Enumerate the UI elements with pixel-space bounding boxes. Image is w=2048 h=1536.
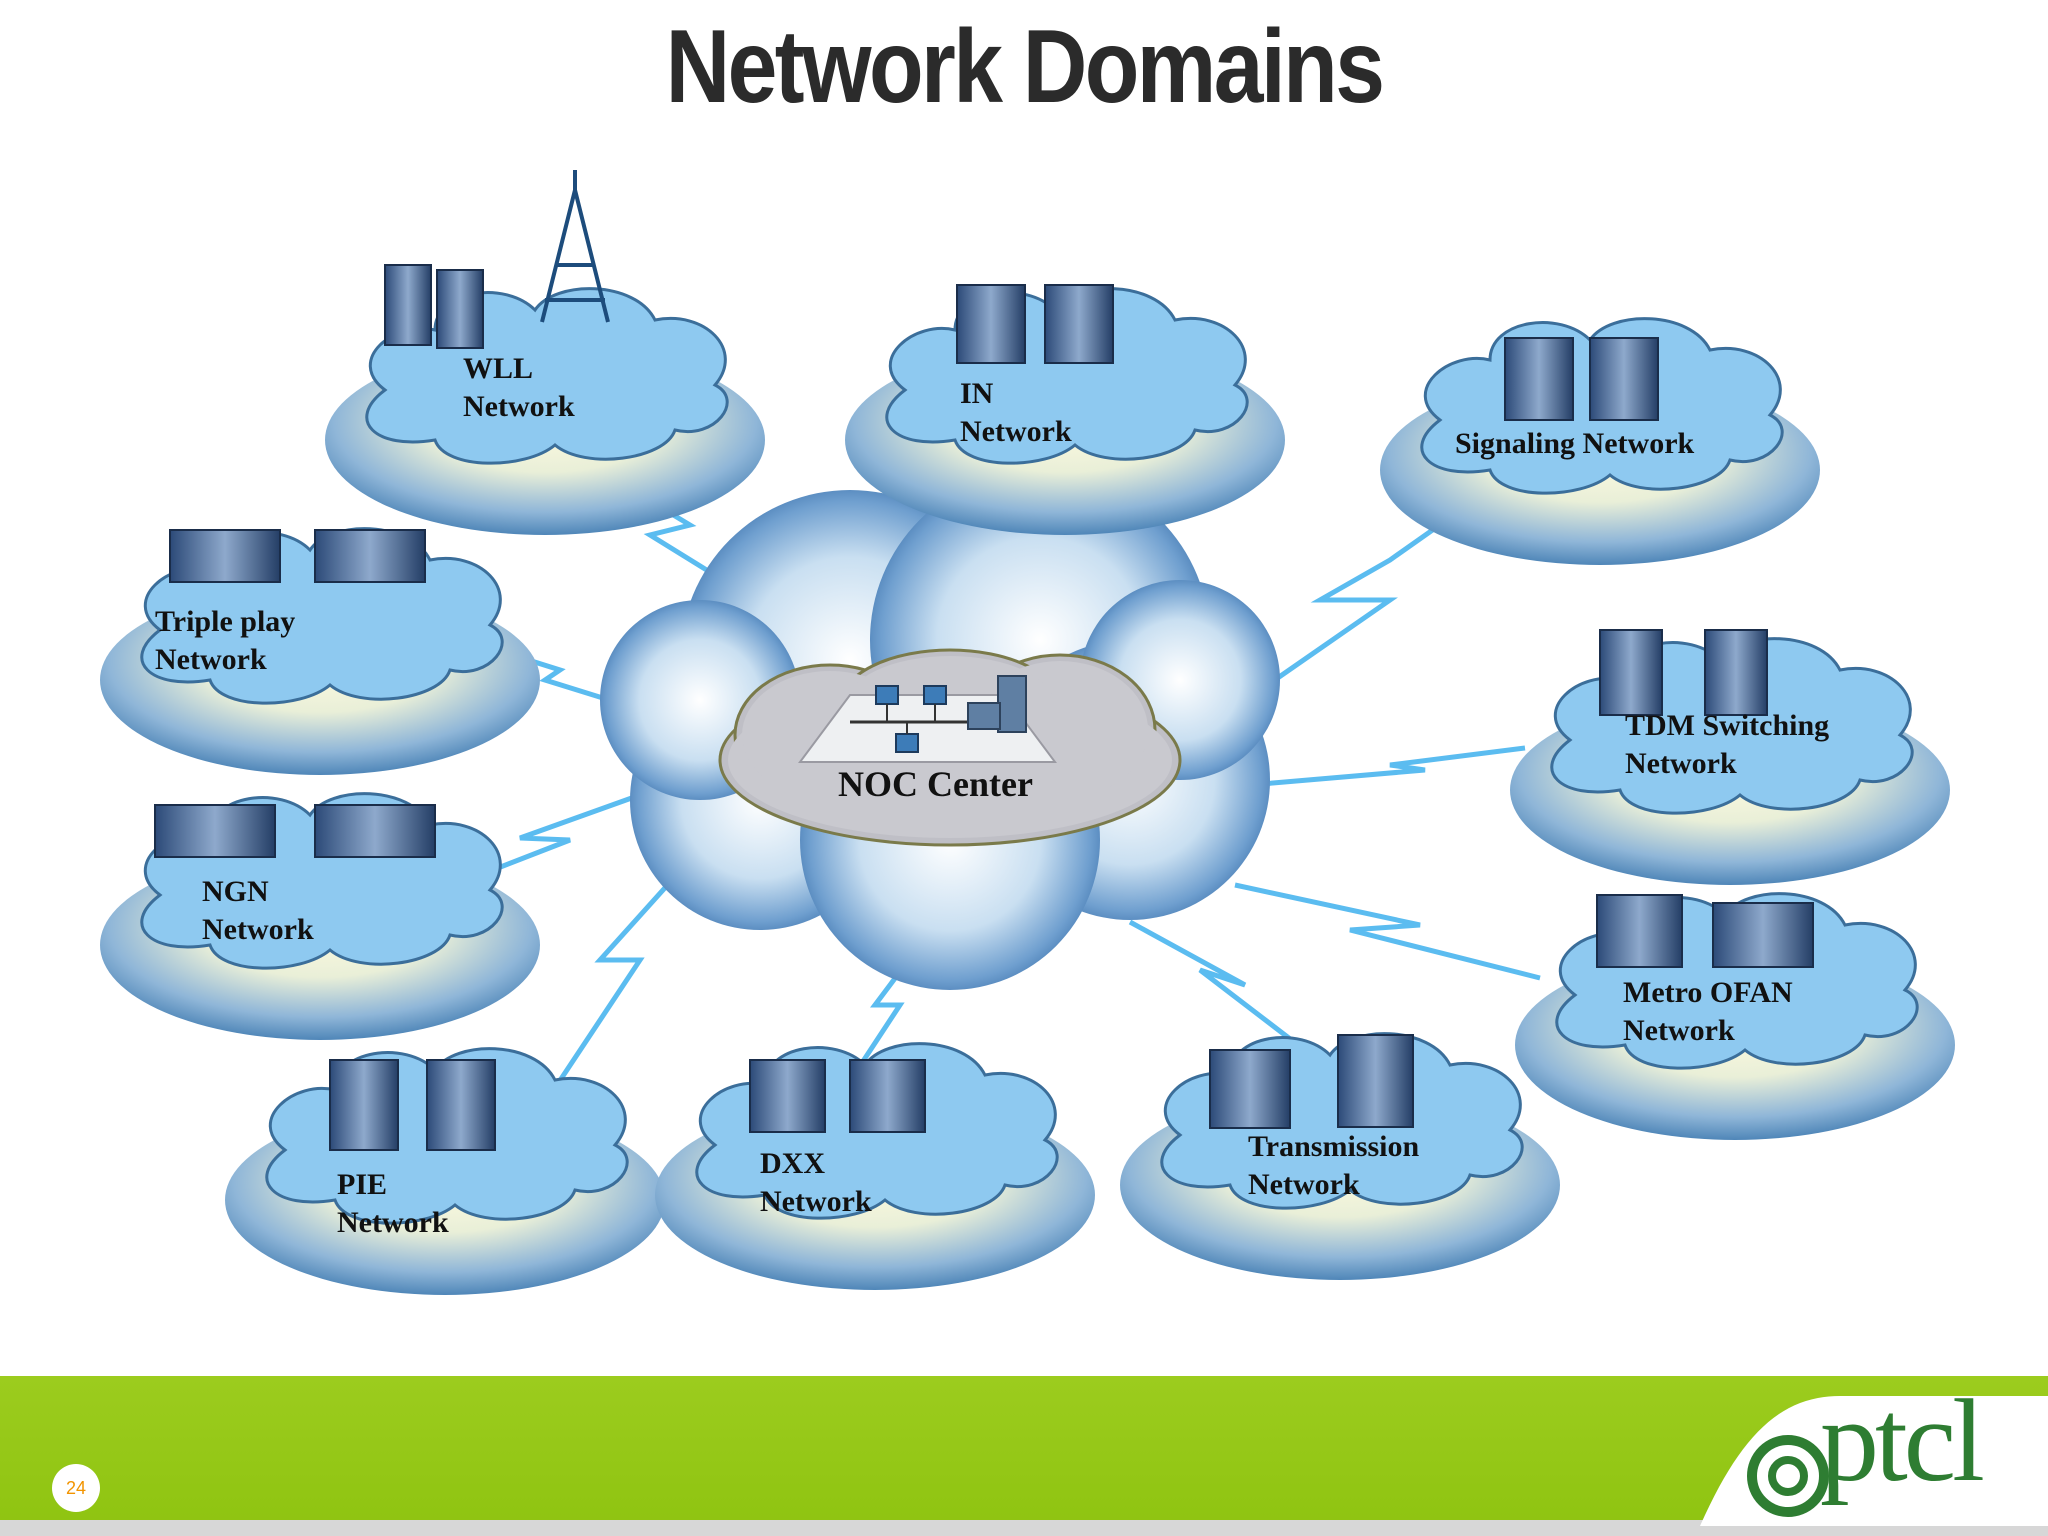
tdm-label-line-1: TDM Switching (1625, 709, 1829, 742)
node-signaling: Signaling Network (1380, 317, 1820, 565)
slide-title: Network Domains (665, 9, 1385, 125)
server-rack-icon (1504, 337, 1659, 421)
chassis-icon (154, 804, 436, 858)
wll-label-line-1: WLL (463, 352, 533, 385)
svg-text:Signaling Network: Signaling Network (1455, 427, 1695, 460)
node-pie: PIE Network (225, 1047, 665, 1295)
metro-label-line-1: Metro OFAN (1623, 976, 1793, 1009)
logo-swoosh (1700, 1396, 2048, 1526)
tdm-label-line-2: Network (1625, 747, 1737, 780)
server-rack-icon (1596, 894, 1814, 968)
logo-ring-icon (1747, 1435, 1829, 1517)
ptcl-logo: ptcl (1700, 1376, 2048, 1526)
radio-tower-icon (540, 170, 610, 323)
pie-label-line-1: PIE (337, 1168, 387, 1201)
pie-label-line-2: Network (337, 1206, 449, 1239)
transmission-label-line-2: Network (1248, 1168, 1360, 1201)
ngn-label-line-2: Network (202, 913, 314, 946)
in-label-line-1: IN (960, 377, 994, 410)
link-ngn (461, 792, 641, 885)
node-dxx: DXX Network (655, 1042, 1095, 1290)
ngn-label-line-1: NGN (202, 875, 269, 908)
metro-cloud (1515, 892, 1955, 1140)
link-signaling (1208, 483, 1497, 728)
server-rack-icon (749, 1059, 926, 1133)
in-label-line-2: Network (960, 415, 1072, 448)
link-tdm (1249, 745, 1526, 788)
dxx-label-line-2: Network (760, 1185, 872, 1218)
server-rack-icon (1209, 1034, 1414, 1129)
signaling-label-line-1: Signaling Network (1455, 427, 1695, 460)
link-transmission (1128, 919, 1317, 1060)
server-rack-icon (384, 264, 484, 349)
noc-center-label: NOC Center (838, 764, 1033, 804)
link-pie (552, 858, 692, 1090)
chassis-icon (169, 529, 426, 583)
transmission-label-line-1: Transmission (1248, 1130, 1419, 1163)
logo-text: ptcl (1820, 1375, 1985, 1506)
node-ngn: NGN Network (100, 792, 540, 1040)
server-rack-icon (956, 284, 1114, 364)
page-number: 24 (52, 1464, 100, 1512)
triple-play-label-line-1: Triple play (155, 605, 295, 638)
server-rack-icon (1599, 629, 1768, 716)
footer-bottom-strip (0, 1520, 2048, 1536)
noc-center-cloud: NOC Center (600, 470, 1280, 990)
server-rack-icon (329, 1059, 496, 1151)
network-diagram: NOC Center WLL Network IN Network (100, 170, 1955, 1295)
wll-label-line-2: Network (463, 390, 575, 423)
dxx-label-line-1: DXX (760, 1147, 825, 1180)
node-wll: WLL Network (325, 170, 765, 535)
lan-icon (798, 675, 1057, 763)
link-metro (1234, 882, 1541, 981)
node-in: IN Network (845, 284, 1285, 535)
metro-label-line-2: Network (1623, 1014, 1735, 1047)
footer-band (0, 1376, 2048, 1526)
node-metro: Metro OFAN Network (1515, 892, 1955, 1140)
triple-play-label-line-2: Network (155, 643, 267, 676)
